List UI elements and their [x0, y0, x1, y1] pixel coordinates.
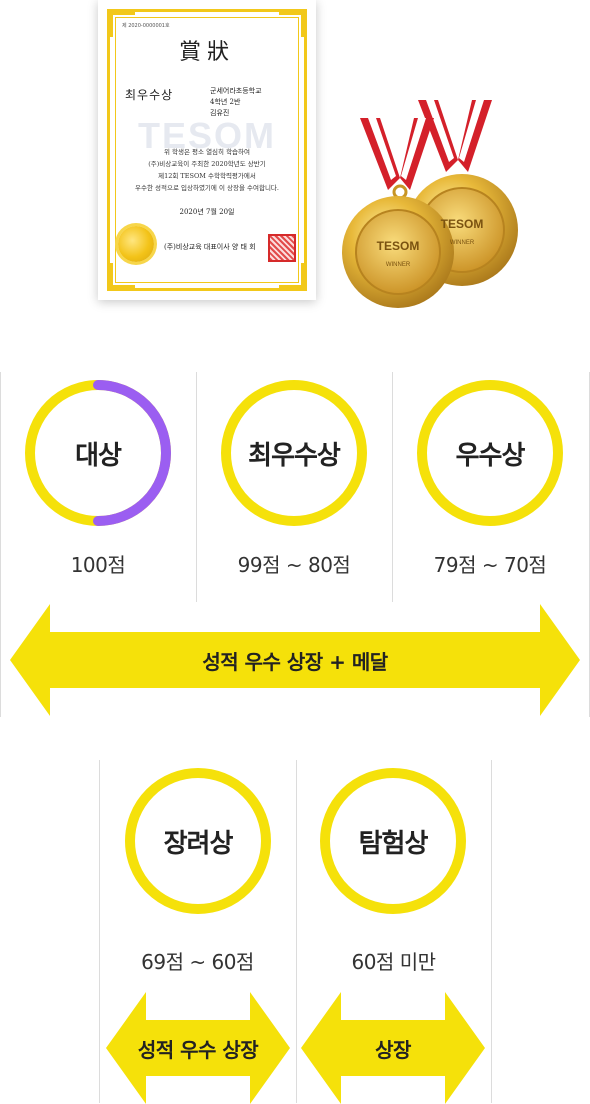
award-name: 대상 [75, 440, 122, 471]
award-name: 장려상 [163, 828, 234, 859]
award-name: 우수상 [455, 440, 526, 471]
double-arrow-certificate-medal: 성적 우수 상장 + 메달 [10, 604, 580, 716]
award-circle-excellence: 최우수상 [219, 378, 369, 528]
award-score: 100점 [70, 553, 126, 577]
award-score: 79점 ~ 70점 [433, 553, 547, 577]
double-arrow-certificate-only: 상장 [301, 992, 485, 1104]
double-arrow-certificate: 성적 우수 상장 [106, 992, 290, 1104]
gold-seal-icon [118, 226, 154, 262]
certificate-frame [107, 9, 307, 291]
award-name: 최우수상 [248, 440, 341, 471]
divider-line [99, 760, 100, 1103]
certificate-body: 위 학생은 평소 열심히 학습하여 (주)비상교육이 주최한 2020학년도 상… [135, 148, 279, 192]
certificate-award-name: 최우수상 [125, 88, 174, 102]
svg-text:TESOM: TESOM [441, 217, 484, 231]
divider-line [196, 372, 197, 602]
arrow-label: 상장 [375, 1037, 411, 1062]
certificate-signature: (주)비상교육 대표이사 양 태 회 [164, 243, 256, 251]
arrow-label: 성적 우수 상장 [137, 1037, 259, 1062]
red-stamp-icon [268, 234, 296, 262]
award-circle-exploration: 탐험상 [318, 766, 468, 916]
award-score: 60점 미만 [351, 950, 436, 974]
award-circle-grand-prize: 대상 [23, 378, 173, 528]
divider-line [491, 760, 492, 1103]
award-circle-merit: 우수상 [415, 378, 565, 528]
certificate-number: 제 2020-0000001호 [122, 23, 170, 29]
progress-arc [93, 380, 171, 526]
svg-text:TESOM: TESOM [377, 239, 420, 253]
award-certificate: 제 2020-0000001호 賞狀 최우수상 군세어라초등학교 4학년 2반 … [98, 0, 316, 300]
gold-medals-image: TESOM WINNER TESOM WINNER [334, 90, 534, 310]
certificate-date: 2020년 7월 20일 [179, 208, 235, 216]
award-score: 69점 ~ 60점 [141, 950, 254, 974]
certificate-recipient: 군세어라초등학교 4학년 2반 김유진 [210, 87, 262, 117]
tesom-watermark: TESOM [137, 115, 276, 156]
divider-line [0, 372, 1, 717]
divider-line [296, 760, 297, 1103]
svg-text:WINNER: WINNER [386, 262, 411, 268]
award-score: 99점 ~ 80점 [237, 553, 351, 577]
award-name: 탐험상 [358, 828, 429, 859]
divider-line [392, 372, 393, 602]
arrow-label: 성적 우수 상장 + 메달 [202, 649, 388, 674]
svg-text:WINNER: WINNER [450, 240, 475, 246]
award-circle-encouragement: 장려상 [123, 766, 273, 916]
certificate-title: 賞狀 [178, 40, 235, 65]
